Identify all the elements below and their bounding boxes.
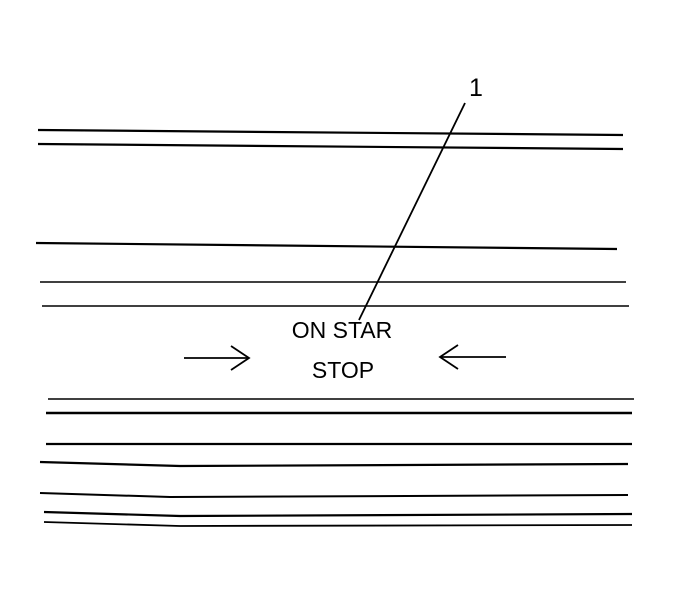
panel-line xyxy=(35,241,618,251)
upper-panel-lines xyxy=(35,128,629,307)
panel-line xyxy=(43,510,633,518)
panel-line xyxy=(37,128,624,137)
panel-line xyxy=(39,492,629,499)
panel-line xyxy=(39,460,629,468)
panel-line xyxy=(43,521,633,527)
label-line-2: STOP xyxy=(312,357,374,383)
arrow-left-icon xyxy=(438,344,506,370)
label-line-1: ON STAR xyxy=(292,317,393,343)
lower-panel-lines xyxy=(39,398,634,527)
callout-leader-line xyxy=(358,102,466,321)
panel-line xyxy=(37,142,624,151)
arrow-right-icon xyxy=(184,345,251,371)
callout-number: 1 xyxy=(469,74,483,102)
